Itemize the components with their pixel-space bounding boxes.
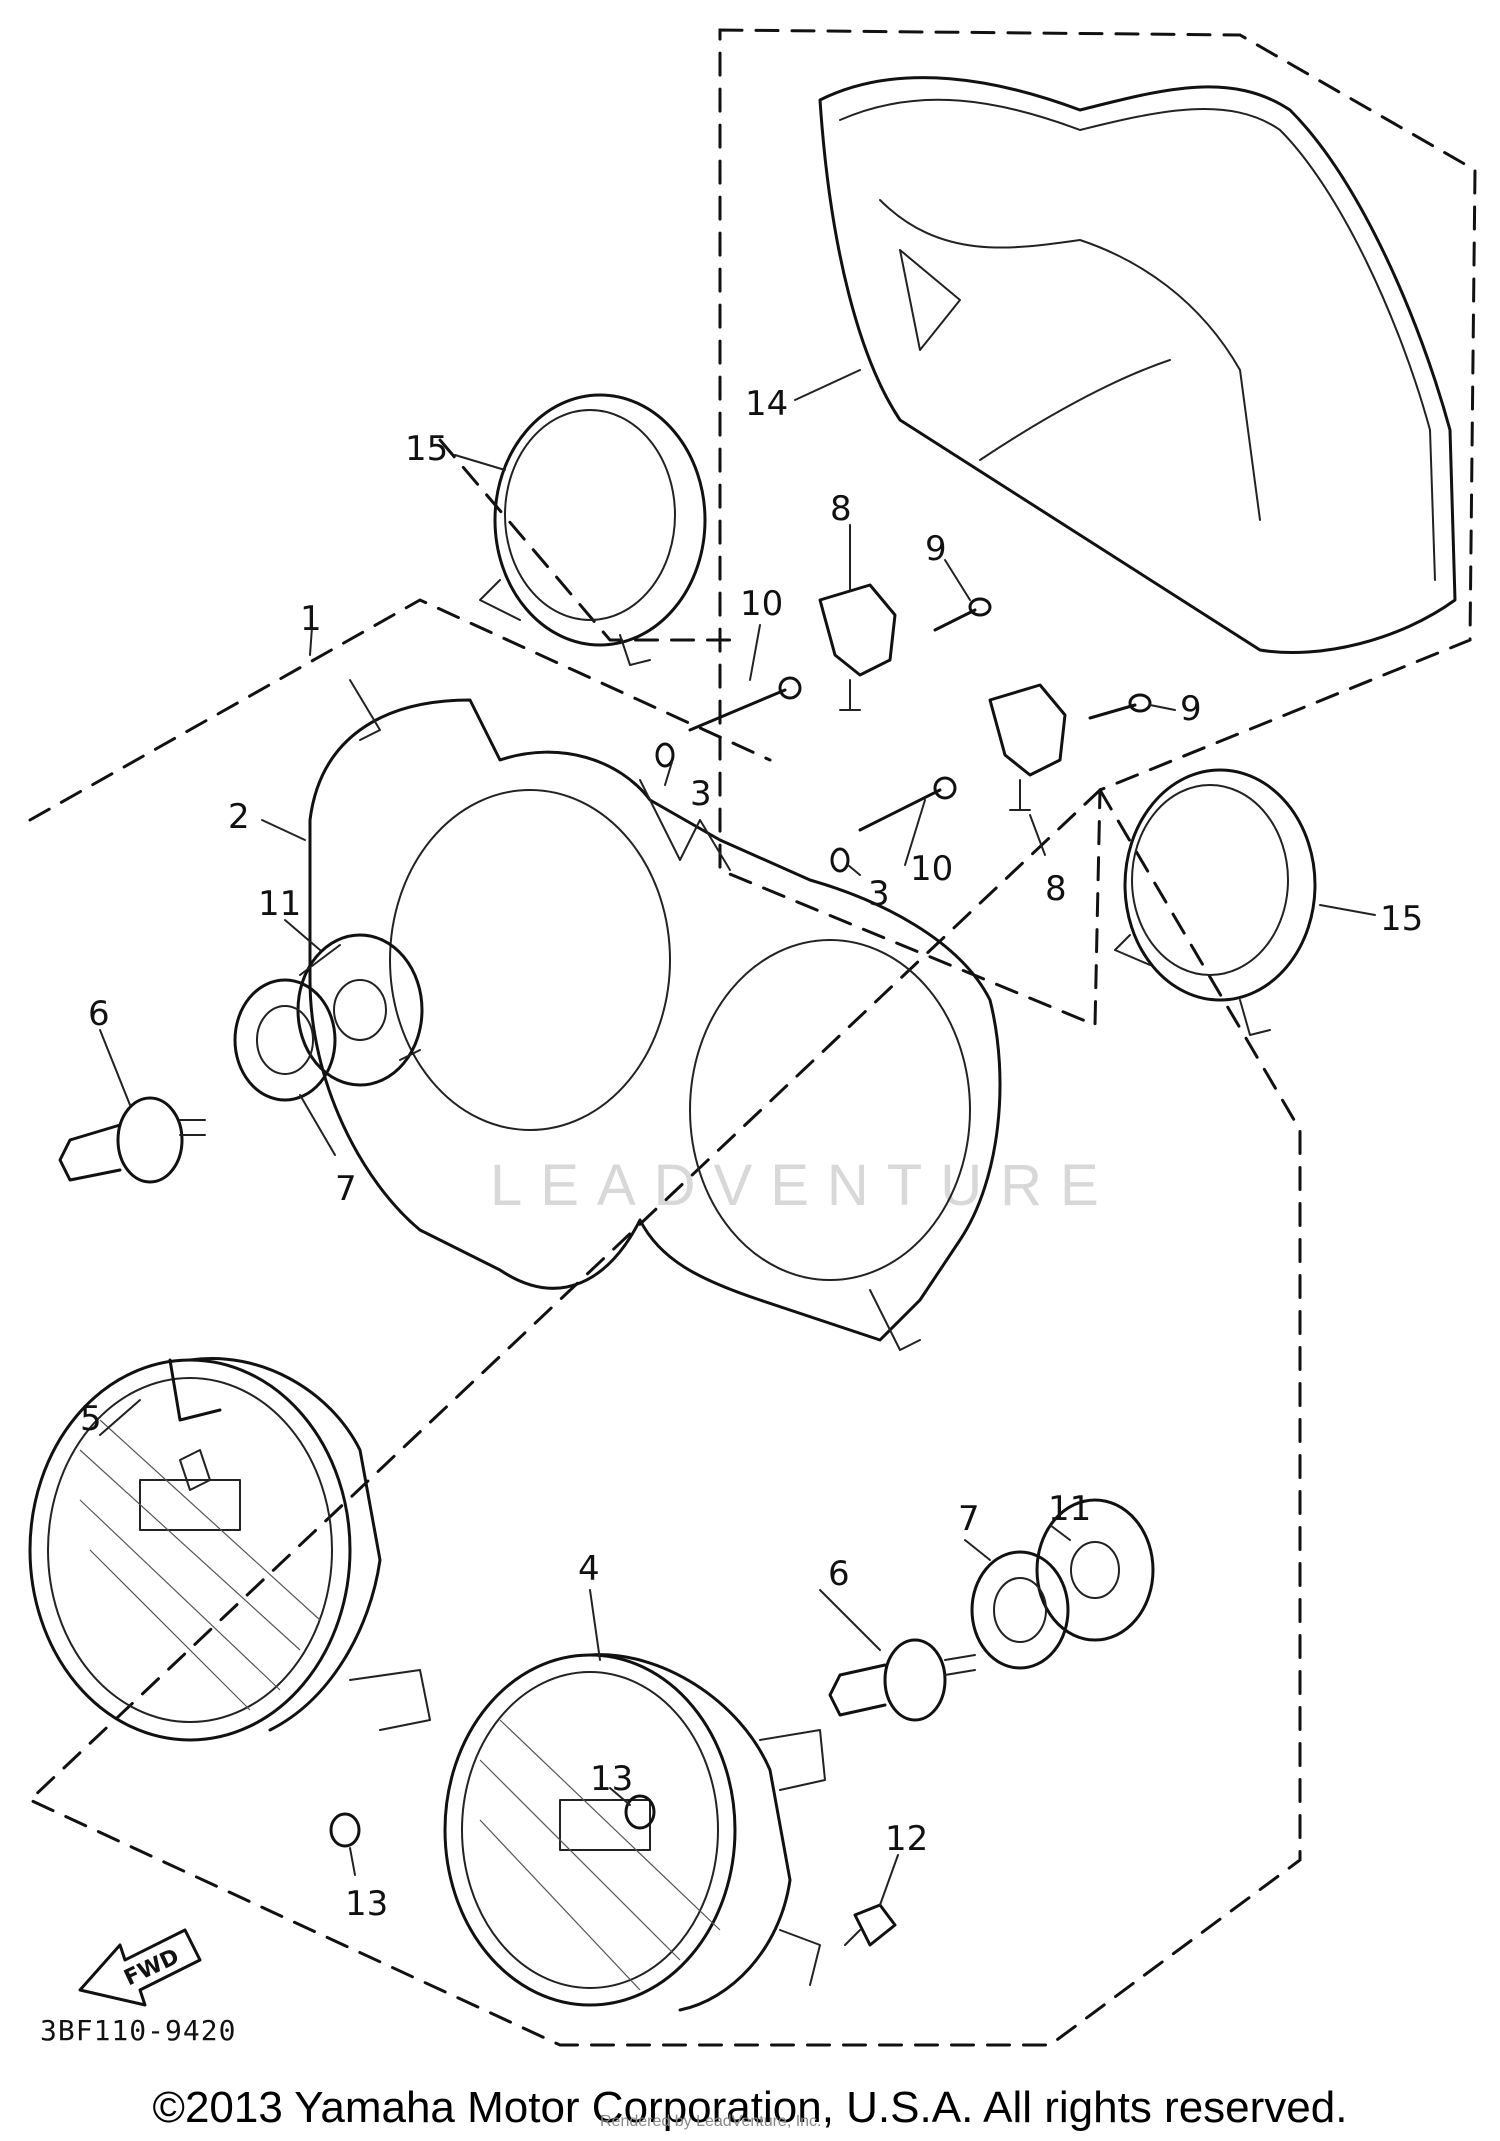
callout-9-lower: 9: [1180, 689, 1202, 729]
callout-3-lower: 3: [868, 874, 890, 914]
callout-4: 4: [578, 1549, 600, 1589]
callout-13-right: 13: [590, 1759, 633, 1799]
callout-6-left: 6: [88, 994, 110, 1034]
socket-cover-left: [233, 978, 337, 1102]
bulb-holder-left: [296, 933, 424, 1087]
callout-13-left: 13: [345, 1884, 388, 1924]
grommet-right: [624, 1794, 656, 1830]
callout-14: 14: [745, 384, 788, 424]
headlight-cowling: [818, 76, 1457, 654]
headlight-cover-left: [479, 393, 707, 666]
headlight-unit-left: [28, 1357, 431, 1742]
adjuster-bracket-lower: [988, 683, 1067, 811]
cover-15-left-outline: [438, 438, 737, 642]
callout-6-right: 6: [828, 1554, 850, 1594]
callout-7-left: 7: [335, 1169, 357, 1209]
headlight-cover-right: [1114, 768, 1317, 1036]
bulb-right: [828, 1638, 976, 1722]
grommet-left: [329, 1812, 361, 1848]
copyright-notice: ©2013 Yamaha Motor Corporation, U.S.A. A…: [152, 2083, 1348, 2132]
diagram-code: 3BF110-9420: [40, 2014, 236, 2047]
adjuster-bracket-upper: [818, 583, 897, 711]
leader-lines: [99, 369, 1376, 1906]
exploded-parts-diagram: LEADVENTURE: [27, 28, 1477, 2047]
callout-9-upper: 9: [925, 529, 947, 569]
callout-15-right: 15: [1380, 899, 1423, 939]
attribution-text: Rendered by LeadVenture, Inc.: [600, 2113, 822, 2130]
callout-1: 1: [300, 599, 322, 639]
adjusting-bolt-upper: [688, 676, 802, 732]
auxiliary-bulb: [844, 1903, 897, 1947]
screw-lower: [1088, 693, 1152, 720]
callout-8-lower: 8: [1045, 869, 1067, 909]
callout-11-right: 11: [1048, 1489, 1091, 1529]
callout-5: 5: [80, 1399, 102, 1439]
bulb-holder-right: [1035, 1498, 1155, 1642]
headlight-housing: [308, 679, 1002, 1351]
headlight-assembly-outline: [27, 598, 1302, 2047]
callouts: 1 2 3 3 4 5 6 6 7 7 8 8 9 9 10 10 11 11 …: [80, 384, 1423, 1924]
adjusting-bolt-lower: [858, 776, 957, 832]
callout-10-upper: 10: [740, 584, 783, 624]
callout-8-upper: 8: [830, 489, 852, 529]
callout-10-lower: 10: [910, 849, 953, 889]
bulb-left: [58, 1096, 206, 1184]
callout-2: 2: [228, 797, 250, 837]
callout-12: 12: [885, 1819, 928, 1859]
callout-15-left: 15: [405, 429, 448, 469]
forward-arrow: FWD: [78, 1928, 202, 2007]
headlight-unit-right: [443, 1653, 826, 2012]
callout-3-upper: 3: [690, 774, 712, 814]
cowling-group-outline: [718, 28, 1477, 1028]
o-ring-upper: [655, 742, 675, 768]
callout-7-right: 7: [958, 1499, 980, 1539]
watermark: LEADVENTURE: [490, 1153, 1117, 1218]
callout-11-left: 11: [258, 884, 301, 924]
socket-cover-right: [970, 1550, 1070, 1670]
screw-upper: [933, 597, 992, 632]
o-ring-lower: [830, 847, 850, 873]
